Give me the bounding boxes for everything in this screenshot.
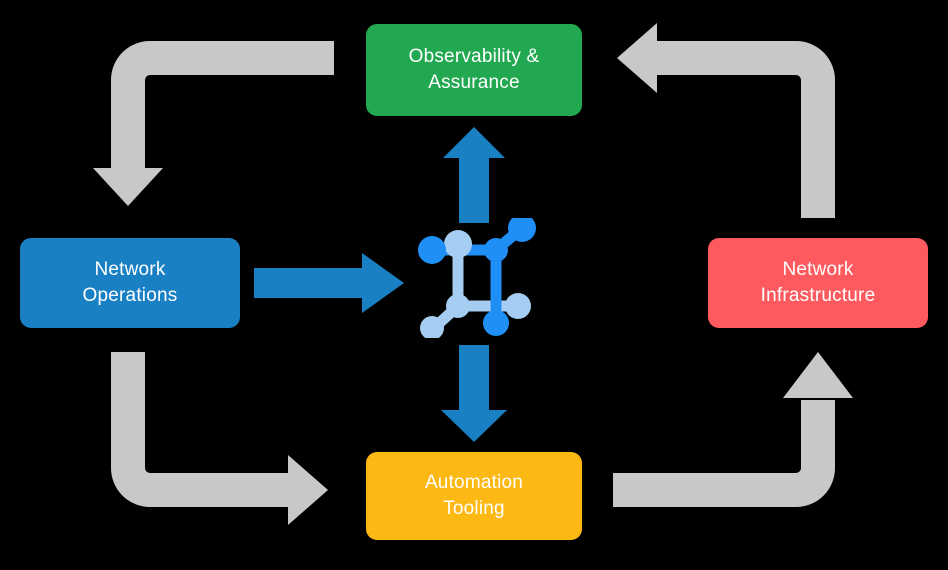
node-network-infrastructure-label: Network Infrastructure <box>760 258 876 306</box>
node-automation-tooling-label: Automation Tooling <box>424 471 524 519</box>
connector-center-to-observability <box>443 127 505 223</box>
connector-observability-to-operations <box>93 41 334 206</box>
node-automation-tooling[interactable]: Automation Tooling <box>366 452 582 540</box>
node-observability-assurance[interactable]: Observability & Assurance <box>366 24 582 116</box>
node-network-operations-label: Network Operations <box>82 258 178 306</box>
connector-operations-to-automation <box>111 352 328 525</box>
connector-infrastructure-to-observability <box>617 23 835 218</box>
node-network-operations[interactable]: Network Operations <box>20 238 240 328</box>
connector-operations-to-center <box>254 253 404 313</box>
node-observability-label: Observability & Assurance <box>408 45 540 93</box>
node-network-infrastructure[interactable]: Network Infrastructure <box>708 238 928 328</box>
network-topology-icon <box>418 218 536 338</box>
connector-automation-to-infrastructure <box>613 352 853 507</box>
connector-center-to-automation <box>441 345 507 442</box>
